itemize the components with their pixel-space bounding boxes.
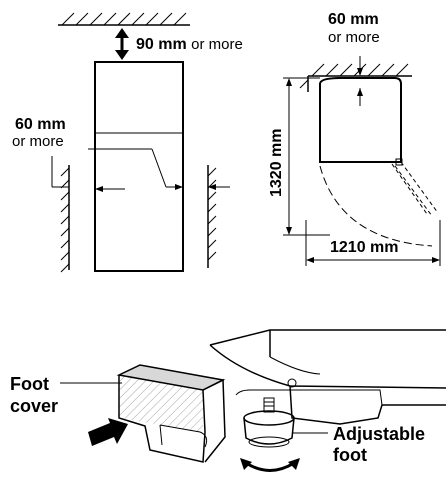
side-gap-arrows bbox=[95, 184, 230, 192]
side-top-gap-suffix: or more bbox=[328, 29, 380, 46]
top-gap-arrow bbox=[357, 56, 363, 106]
side-view bbox=[283, 56, 441, 266]
ceiling-hatch bbox=[58, 12, 190, 26]
depth-label: 1210 mm bbox=[330, 239, 399, 256]
adjustable-foot bbox=[243, 397, 295, 448]
front-view bbox=[51, 12, 230, 273]
side-gap-leader bbox=[51, 148, 183, 188]
foot-cover-label-line1: Foot bbox=[10, 374, 49, 394]
foot-cover-label-line2: cover bbox=[10, 396, 59, 416]
height-dimension bbox=[283, 77, 330, 236]
push-arrow bbox=[88, 418, 128, 446]
cabinet-screw-hole bbox=[287, 378, 297, 388]
depth-dimension bbox=[305, 220, 441, 266]
adjustable-foot-label-line1: Adjustable bbox=[333, 424, 426, 444]
foot-cover bbox=[116, 364, 226, 463]
rotation-arrow bbox=[240, 458, 300, 472]
open-door bbox=[391, 161, 439, 217]
adjustable-foot-label-line2: foot bbox=[333, 445, 367, 465]
front-top-value: 90 mm bbox=[136, 36, 187, 53]
height-label: 1320 mm bbox=[268, 128, 285, 198]
door-hinge bbox=[395, 158, 403, 166]
top-clearance-arrow bbox=[115, 28, 129, 60]
left-wall bbox=[60, 165, 70, 273]
side-top-gap-value: 60 mm bbox=[328, 11, 379, 28]
right-wall bbox=[207, 165, 217, 268]
front-side-gap-value: 60 mm bbox=[15, 116, 66, 133]
foot-detail bbox=[60, 329, 446, 472]
door-swing-arc bbox=[319, 165, 433, 247]
front-side-gap-suffix: or more bbox=[12, 133, 64, 150]
cabinet-base bbox=[209, 329, 446, 425]
front-top-suffix: or more bbox=[191, 36, 243, 53]
front-top-clearance-label: 90 mm or more bbox=[136, 37, 243, 53]
refrigerator-front bbox=[94, 61, 184, 272]
refrigerator-side bbox=[319, 77, 402, 163]
back-wall bbox=[299, 76, 309, 92]
